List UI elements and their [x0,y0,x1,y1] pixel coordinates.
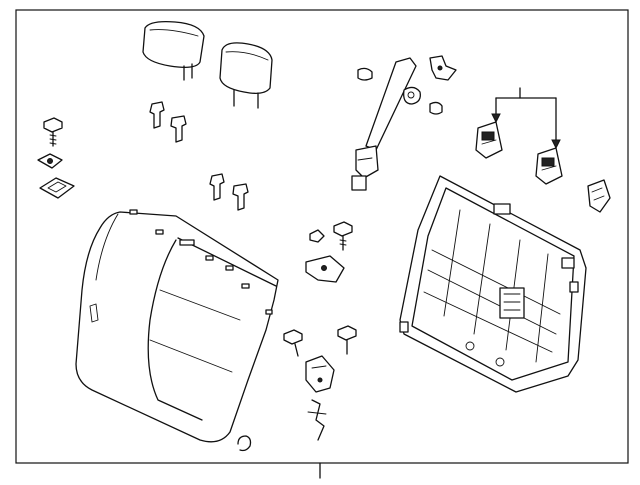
seat-back-frame[interactable] [399,175,587,393]
latch-bracket[interactable] [587,179,611,213]
seat-back-cushion[interactable] [75,209,279,443]
headrest-guide-upper-left[interactable] [149,101,165,129]
seat-belt-buckle-right[interactable] [535,147,563,185]
headrest-guide-lower-left[interactable] [209,173,225,201]
nut-center[interactable] [309,229,325,243]
mounting-bracket-center[interactable] [305,255,345,283]
belt-guide-cap-right[interactable] [429,101,443,115]
bolt-left[interactable] [43,117,63,147]
belt-guide-cap-left[interactable] [357,67,373,81]
clip-left-lower[interactable] [39,177,75,199]
bolt-center-lower-left[interactable] [283,329,303,357]
hinge-bracket[interactable] [305,355,335,393]
headrest-left[interactable] [142,20,205,81]
headrest-guide-upper-right[interactable] [170,115,187,143]
seat-belt-buckle-left[interactable] [475,121,503,159]
bolt-center-lower-right[interactable] [337,325,357,355]
clip-left-upper[interactable] [37,153,63,169]
hook-clip[interactable] [237,435,252,452]
buckle-callout-leader [491,87,561,150]
headrest-guide-lower-right[interactable] [232,183,249,211]
anchor-bracket[interactable] [429,55,457,81]
latch-strap[interactable] [307,399,327,441]
seat-belt-assembly[interactable] [351,57,421,191]
headrest-right[interactable] [219,42,273,109]
bolt-center-upper[interactable] [333,221,353,251]
